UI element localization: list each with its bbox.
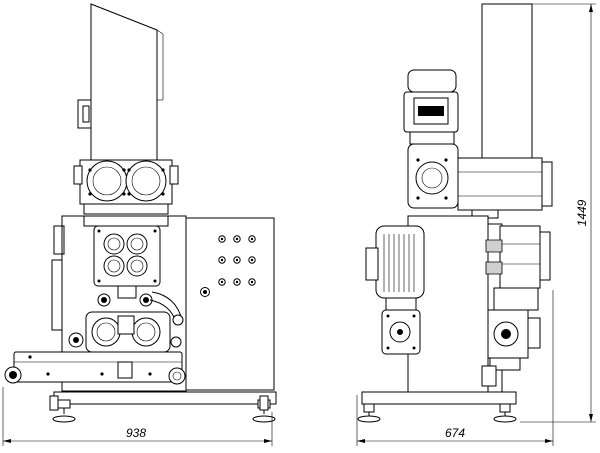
side-lower-gearbox [382, 310, 420, 354]
conveyor [5, 352, 185, 384]
control-buttons [201, 236, 256, 297]
dimension-label-938: 938 [126, 426, 146, 440]
gearbox [408, 144, 458, 208]
front-base-frame [50, 392, 276, 422]
motor-fins [384, 234, 414, 292]
dimension-label-1449: 1449 [575, 199, 589, 226]
side-roller-assembly [482, 226, 550, 386]
hopper [78, 4, 163, 160]
dimension-label-674: 674 [445, 426, 465, 440]
roller-head [74, 160, 178, 214]
die-block [84, 216, 168, 298]
front-left-housing [54, 226, 64, 254]
side-roller-housing [458, 158, 552, 218]
dimension-side-height: 1449 [520, 4, 596, 422]
side-view [358, 4, 552, 422]
front-control-box [186, 218, 274, 390]
side-motor [366, 226, 424, 310]
dimension-side-width: 674 [357, 290, 553, 446]
front-view [5, 4, 276, 422]
side-base-frame [358, 392, 516, 422]
side-hopper [482, 4, 532, 160]
dimension-front-width: 938 [3, 387, 272, 446]
top-motor [404, 70, 458, 144]
